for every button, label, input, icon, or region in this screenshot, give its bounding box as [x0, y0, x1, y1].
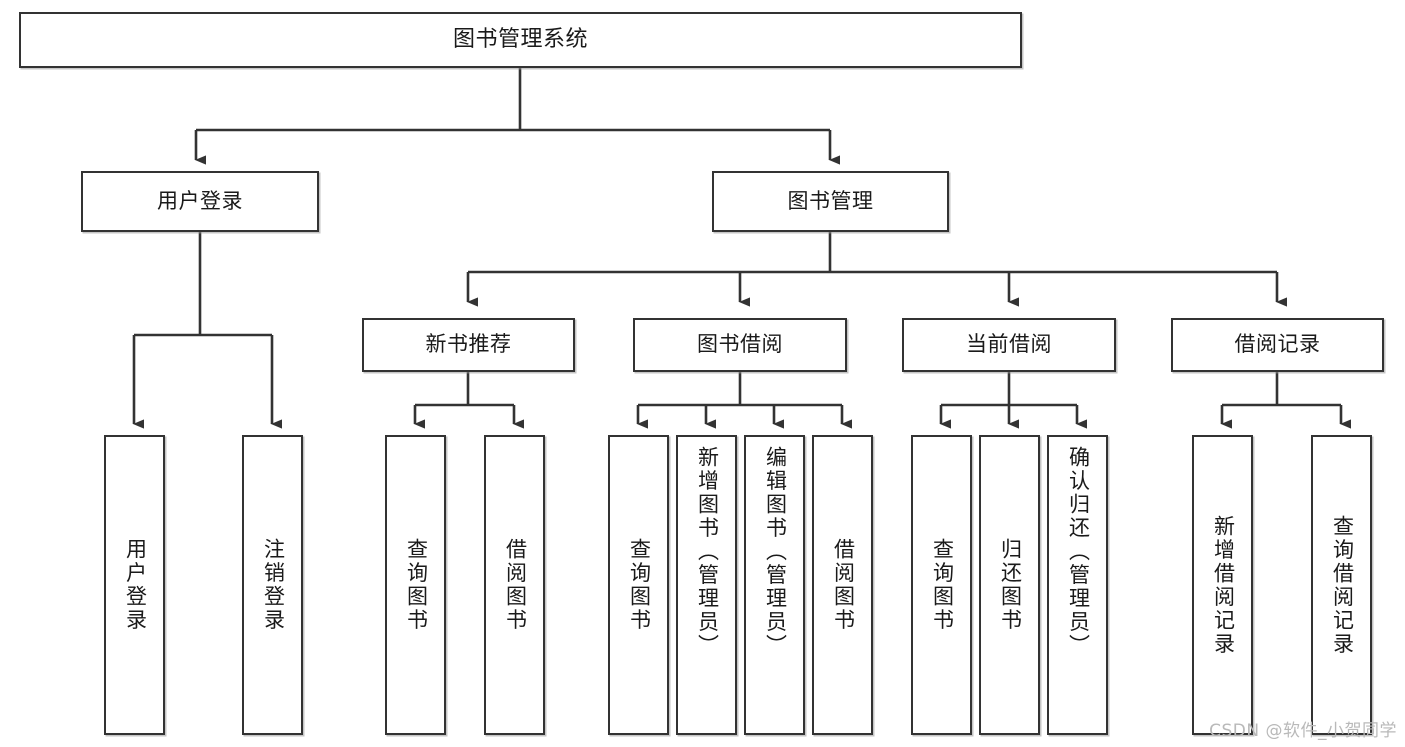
leaf-edit-book[interactable]: 编辑图书（管理员）	[744, 435, 805, 735]
leaf-logout-login[interactable]: 注销登录	[242, 435, 303, 735]
leaf-borrow-book-1[interactable]: 借阅图书	[484, 435, 545, 735]
node-label: 新书推荐	[425, 332, 512, 357]
leaf-confirm-return[interactable]: 确认归还（管理员）	[1047, 435, 1108, 735]
leaf-return-book[interactable]: 归还图书	[979, 435, 1040, 735]
leaf-query-book-1[interactable]: 查询图书	[385, 435, 446, 735]
node-user-login[interactable]: 用户登录	[81, 171, 319, 232]
node-label: 确认归还（管理员）	[1066, 446, 1091, 658]
watermark-text: CSDN @软件_小贺同学	[1209, 721, 1397, 741]
node-label: 新增图书（管理员）	[695, 446, 720, 658]
node-book-management[interactable]: 图书管理	[712, 171, 949, 232]
node-book-borrow[interactable]: 图书借阅	[633, 318, 847, 372]
node-label: 借阅图书	[831, 538, 856, 632]
node-label: 当前借阅	[966, 332, 1052, 357]
leaf-query-book-2[interactable]: 查询图书	[608, 435, 669, 735]
node-label: 编辑图书（管理员）	[763, 446, 788, 658]
leaf-add-record[interactable]: 新增借阅记录	[1192, 435, 1253, 735]
node-label: 查询图书	[404, 538, 429, 632]
node-label: 查询图书	[627, 538, 652, 632]
leaf-add-book[interactable]: 新增图书（管理员）	[676, 435, 737, 735]
leaf-borrow-book-2[interactable]: 借阅图书	[812, 435, 873, 735]
node-label: 图书管理	[787, 188, 874, 213]
node-label: 用户登录	[123, 538, 148, 632]
node-label: 归还图书	[998, 538, 1023, 632]
node-label: 注销登录	[261, 538, 286, 632]
node-label: 查询图书	[930, 538, 955, 632]
node-root-system[interactable]: 图书管理系统	[19, 12, 1022, 68]
node-new-book-recommend[interactable]: 新书推荐	[362, 318, 575, 372]
node-borrow-record[interactable]: 借阅记录	[1171, 318, 1384, 372]
node-current-borrow[interactable]: 当前借阅	[902, 318, 1116, 372]
leaf-query-record[interactable]: 查询借阅记录	[1311, 435, 1372, 735]
node-label: 用户登录	[157, 188, 243, 213]
node-label: 图书管理系统	[452, 27, 588, 53]
leaf-user-login[interactable]: 用户登录	[104, 435, 165, 735]
node-label: 图书借阅	[697, 332, 783, 357]
leaf-query-book-3[interactable]: 查询图书	[911, 435, 972, 735]
node-label: 借阅图书	[503, 538, 528, 632]
node-label: 查询借阅记录	[1330, 514, 1355, 656]
node-label: 新增借阅记录	[1211, 514, 1236, 656]
node-label: 借阅记录	[1234, 332, 1321, 357]
